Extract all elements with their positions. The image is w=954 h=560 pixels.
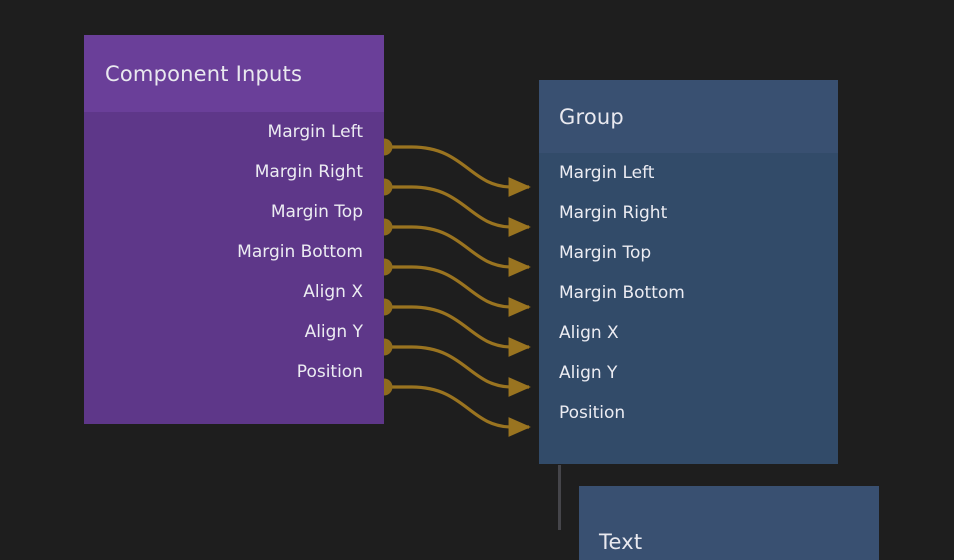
port-label: Margin Top xyxy=(270,202,363,222)
node-header-group[interactable]: Group xyxy=(539,80,838,153)
node-title: Group xyxy=(559,104,624,129)
connection-position xyxy=(390,385,531,437)
connection-align-y xyxy=(390,345,531,397)
port-label: Align X xyxy=(559,323,619,343)
port-row-position[interactable]: Position xyxy=(84,352,384,392)
connection-margin-bottom xyxy=(390,265,531,317)
node-component-inputs[interactable]: Component Inputs Margin Left Margin Righ… xyxy=(84,35,384,424)
node-title: Text xyxy=(599,530,643,554)
node-group[interactable]: Group Margin Left Margin Right Margin To… xyxy=(539,80,838,464)
port-row-margin-top[interactable]: Margin Top xyxy=(84,192,384,232)
port-label: Margin Right xyxy=(559,203,668,223)
port-label: Margin Bottom xyxy=(559,283,685,303)
connection-margin-left xyxy=(390,145,531,197)
port-row-align-y[interactable]: Align Y xyxy=(539,353,838,393)
connector-stub xyxy=(558,465,561,530)
port-label: Position xyxy=(559,403,626,423)
node-header-text[interactable]: Text xyxy=(579,486,879,560)
port-label: Margin Right xyxy=(254,162,363,182)
port-row-position[interactable]: Position xyxy=(539,393,838,433)
port-label: Margin Left xyxy=(267,122,363,142)
port-row-margin-right[interactable]: Margin Right xyxy=(84,152,384,192)
connection-align-x xyxy=(390,305,531,357)
port-label: Margin Left xyxy=(559,163,655,183)
node-header-component-inputs[interactable]: Component Inputs xyxy=(84,35,384,112)
port-label: Margin Bottom xyxy=(237,242,363,262)
node-title: Component Inputs xyxy=(105,61,303,86)
port-row-margin-top[interactable]: Margin Top xyxy=(539,233,838,273)
node-body-group: Margin Left Margin Right Margin Top Marg… xyxy=(539,153,838,464)
port-label: Align Y xyxy=(559,363,618,383)
node-body-component-inputs: Margin Left Margin Right Margin Top Marg… xyxy=(84,112,384,424)
port-label: Position xyxy=(296,362,363,382)
node-text[interactable]: Text xyxy=(579,486,879,560)
port-row-align-x[interactable]: Align X xyxy=(539,313,838,353)
port-row-margin-bottom[interactable]: Margin Bottom xyxy=(539,273,838,313)
port-row-margin-left[interactable]: Margin Left xyxy=(539,153,838,193)
connection-margin-right xyxy=(390,185,531,237)
port-row-margin-bottom[interactable]: Margin Bottom xyxy=(84,232,384,272)
port-row-margin-left[interactable]: Margin Left xyxy=(84,112,384,152)
port-row-align-y[interactable]: Align Y xyxy=(84,312,384,352)
port-label: Align X xyxy=(303,282,363,302)
port-row-align-x[interactable]: Align X xyxy=(84,272,384,312)
port-row-margin-right[interactable]: Margin Right xyxy=(539,193,838,233)
connection-margin-top xyxy=(390,225,531,277)
port-label: Margin Top xyxy=(559,243,652,263)
port-label: Align Y xyxy=(304,322,363,342)
